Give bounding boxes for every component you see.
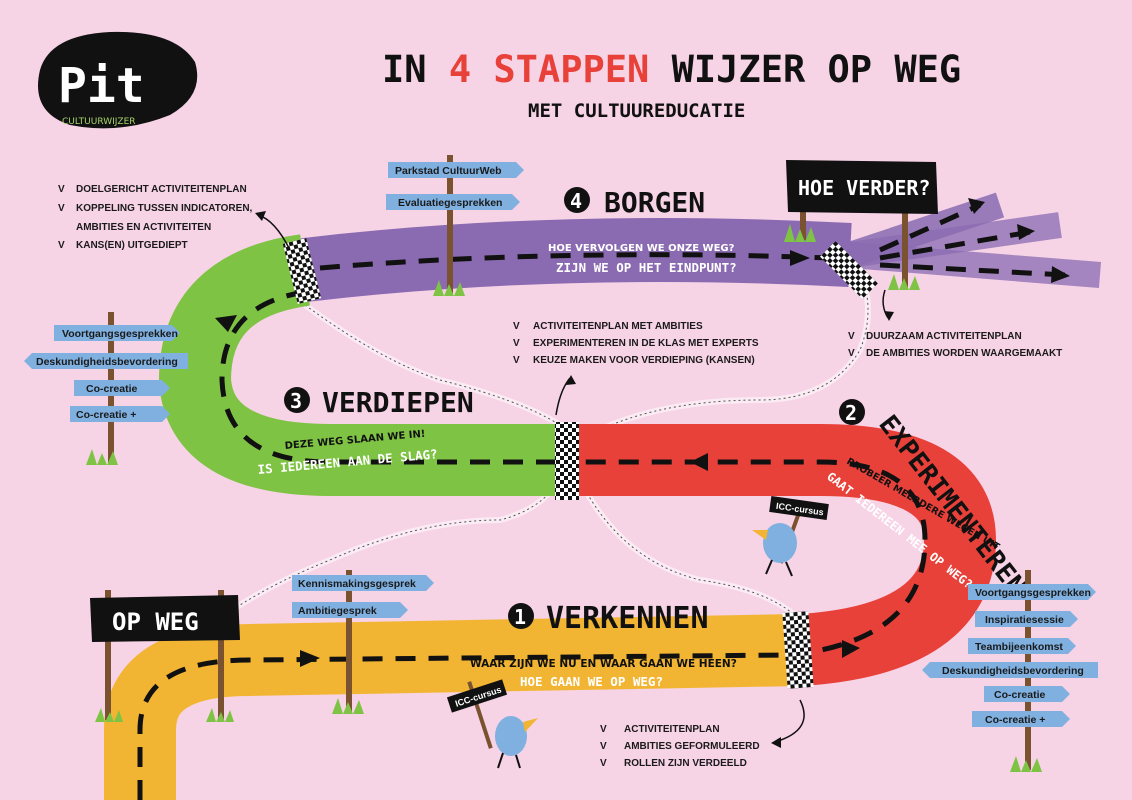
svg-text:KANS(EN) UITGEDIEPT: KANS(EN) UITGEDIEPT [76, 240, 188, 251]
svg-text:Ambitiegesprek: Ambitiegesprek [298, 605, 377, 617]
svg-text:Inspiratiesessie: Inspiratiesessie [985, 614, 1064, 626]
svg-text:Voortgangsgesprekken: Voortgangsgesprekken [975, 587, 1091, 599]
end-sign: HOE VERDER? [784, 160, 938, 290]
svg-text:V: V [600, 741, 607, 752]
svg-text:V: V [513, 338, 520, 349]
step-4-subquestion: ZIJN WE OP HET EINDPUNT? [556, 260, 737, 275]
checklist-step-4: V DUURZAAM ACTIVITEITENPLAN V DE AMBITIE… [848, 331, 1062, 359]
logo: Pit CULTUURWIJZER [38, 31, 198, 129]
step-1-question: WAAR ZIJN WE NU EN WAAR GAAN WE HEEN? [470, 658, 737, 670]
svg-text:Co-creatie: Co-creatie [994, 689, 1046, 701]
page-subtitle: MET CULTUUREDUCATIE [528, 100, 745, 122]
signpost-step-1: Kennismakingsgesprek Ambitiegesprek [292, 570, 434, 714]
connector-dots [169, 249, 869, 661]
svg-text:EXPERIMENTEREN IN DE KLAS MET: EXPERIMENTEREN IN DE KLAS MET EXPERTS [533, 338, 759, 349]
svg-text:V: V [513, 355, 520, 366]
road-step-3 [158, 234, 566, 496]
step-3-heading: 3 VERDIEPEN [284, 386, 474, 419]
road-step-4 [301, 218, 852, 302]
svg-text:AMBITIES GEFORMULEERD: AMBITIES GEFORMULEERD [624, 741, 760, 752]
page-title: IN 4 STAPPEN WIJZER OP WEG [382, 48, 961, 91]
svg-text:4: 4 [570, 189, 582, 213]
svg-text:V: V [58, 203, 65, 214]
signpost-step-2: Voortgangsgesprekken Inspiratiesessie Te… [922, 570, 1098, 772]
svg-text:DOELGERICHT ACTIVITEITENPLAN: DOELGERICHT ACTIVITEITENPLAN [76, 184, 247, 195]
svg-text:Evaluatiegesprekken: Evaluatiegesprekken [398, 197, 502, 209]
svg-text:Co-creatie +: Co-creatie + [76, 409, 136, 421]
svg-text:Parkstad CultuurWeb: Parkstad CultuurWeb [395, 165, 502, 177]
checklist-step-2: V ACTIVITEITENPLAN MET AMBITIES V EXPERI… [513, 321, 759, 366]
checklist-step-1: V ACTIVITEITENPLAN V AMBITIES GEFORMULEE… [600, 724, 760, 769]
road-centerline [137, 202, 1066, 800]
direction-arrows [215, 198, 1070, 667]
svg-text:Kennismakingsgesprek: Kennismakingsgesprek [298, 578, 416, 590]
bird-step-1: ICC-cursus [446, 679, 538, 769]
svg-text:V: V [600, 724, 607, 735]
signpost-step-3: Voortgangsgesprekken Deskundigheidsbevor… [24, 312, 188, 465]
svg-text:KOPPELING TUSSEN INDICATOREN,: KOPPELING TUSSEN INDICATOREN, [76, 203, 253, 214]
bird-step-2: ICC-cursus [752, 496, 829, 577]
svg-text:V: V [848, 348, 855, 359]
step-1-subquestion: HOE GAAN WE OP WEG? [520, 674, 663, 689]
svg-text:V: V [513, 321, 520, 332]
svg-text:V: V [600, 758, 607, 769]
step-1-heading: 1 VERKENNEN [508, 601, 709, 636]
svg-text:V: V [848, 331, 855, 342]
step-4-question: HOE VERVOLGEN WE ONZE WEG? [548, 243, 735, 254]
logo-tagline: CULTUURWIJZER [62, 117, 136, 127]
svg-text:BORGEN: BORGEN [604, 186, 705, 219]
signpost-step-4: Parkstad CultuurWeb Evaluatiegesprekken [386, 155, 524, 296]
svg-text:2: 2 [845, 401, 857, 425]
svg-text:ACTIVITEITENPLAN: ACTIVITEITENPLAN [624, 724, 720, 735]
svg-text:VERKENNEN: VERKENNEN [546, 601, 709, 636]
svg-text:1: 1 [514, 605, 526, 629]
checklist-step-3: V DOELGERICHT ACTIVITEITENPLAN V KOPPELI… [58, 184, 253, 251]
svg-text:Teambijeenkomst: Teambijeenkomst [975, 641, 1063, 653]
svg-text:ROLLEN ZIJN VERDEELD: ROLLEN ZIJN VERDEELD [624, 758, 747, 769]
svg-text:Voortgangsgesprekken: Voortgangsgesprekken [62, 328, 178, 340]
svg-text:V: V [58, 184, 65, 195]
svg-text:Deskundigheidsbevordering: Deskundigheidsbevordering [36, 356, 178, 368]
svg-text:AMBITIES EN ACTIVITEITEN: AMBITIES EN ACTIVITEITEN [76, 222, 211, 233]
start-sign-label: OP WEG [112, 608, 199, 636]
svg-text:DUURZAAM ACTIVITEITENPLAN: DUURZAAM ACTIVITEITENPLAN [866, 331, 1022, 342]
checkered-lines [282, 238, 878, 689]
end-sign-label: HOE VERDER? [798, 176, 930, 200]
svg-text:DE AMBITIES WORDEN WAARGEMAAKT: DE AMBITIES WORDEN WAARGEMAAKT [866, 348, 1062, 359]
road-step-2 [566, 424, 997, 686]
svg-text:Co-creatie: Co-creatie [86, 383, 138, 395]
svg-text:3: 3 [290, 389, 302, 413]
svg-text:Deskundigheidsbevordering: Deskundigheidsbevordering [942, 665, 1084, 677]
step-4-heading: 4 BORGEN [564, 186, 705, 219]
svg-text:KEUZE MAKEN VOOR VERDIEPING (K: KEUZE MAKEN VOOR VERDIEPING (KANSEN) [533, 355, 755, 366]
pointer-arrow-heads [255, 211, 894, 748]
svg-text:V: V [58, 240, 65, 251]
logo-word: Pit [58, 58, 145, 114]
svg-text:ACTIVITEITENPLAN MET AMBITIES: ACTIVITEITENPLAN MET AMBITIES [533, 321, 703, 332]
start-sign: OP WEG [90, 590, 240, 722]
svg-text:VERDIEPEN: VERDIEPEN [322, 386, 474, 419]
svg-text:Co-creatie +: Co-creatie + [985, 714, 1045, 726]
